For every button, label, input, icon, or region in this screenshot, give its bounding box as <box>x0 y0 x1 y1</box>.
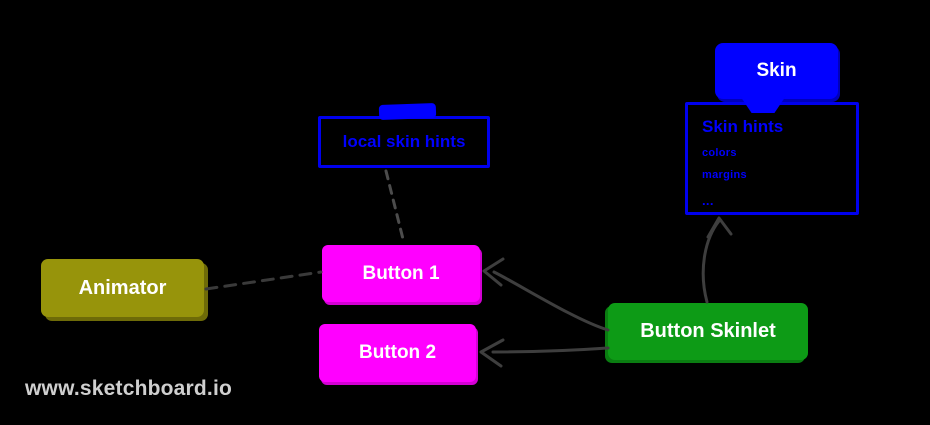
node-skin-label: Skin <box>756 60 797 81</box>
node-button-2[interactable]: Button 2 <box>319 324 476 382</box>
node-local-skin-hints[interactable]: local skin hints <box>318 116 490 168</box>
button-1-label: Button 1 <box>362 262 440 284</box>
arrowhead-button2 <box>479 338 505 368</box>
edge-button-skinlet-to-button1[interactable] <box>482 257 610 332</box>
button-2-label: Button 2 <box>358 342 437 363</box>
edge-button-skinlet-to-button2[interactable] <box>479 338 610 368</box>
skin-hints-item-colors: colors <box>702 147 737 159</box>
edge-button-skinlet-to-skin-hints[interactable] <box>701 216 733 304</box>
sketchboard-watermark: www.sketchboard.io <box>25 377 233 400</box>
arrowhead-button1 <box>482 257 505 287</box>
node-skin-hints[interactable]: Skin hints colors margins ... <box>685 102 859 215</box>
button-skinlet-label: Button Skinlet <box>640 320 776 342</box>
local-skin-hints-marker[interactable] <box>378 103 437 120</box>
edge-animator-to-button1[interactable] <box>204 270 323 291</box>
skin-hints-item-margins: margins <box>702 169 747 181</box>
edge-local-skin-hints-to-button1[interactable] <box>384 169 406 245</box>
arrowhead-skin-hints <box>706 216 733 239</box>
node-button-1[interactable]: Button 1 <box>322 245 480 302</box>
node-button-skinlet[interactable]: Button Skinlet <box>608 303 808 360</box>
animator-label: Animator <box>78 276 167 299</box>
skin-attachment-blob[interactable] <box>740 96 786 113</box>
node-animator[interactable]: Animator <box>41 259 204 317</box>
skin-hints-item-ellipsis: ... <box>702 193 714 208</box>
skin-hints-title: Skin hints <box>702 117 784 136</box>
node-skin[interactable]: Skin <box>715 43 838 99</box>
local-skin-hints-label: local skin hints <box>342 132 466 151</box>
